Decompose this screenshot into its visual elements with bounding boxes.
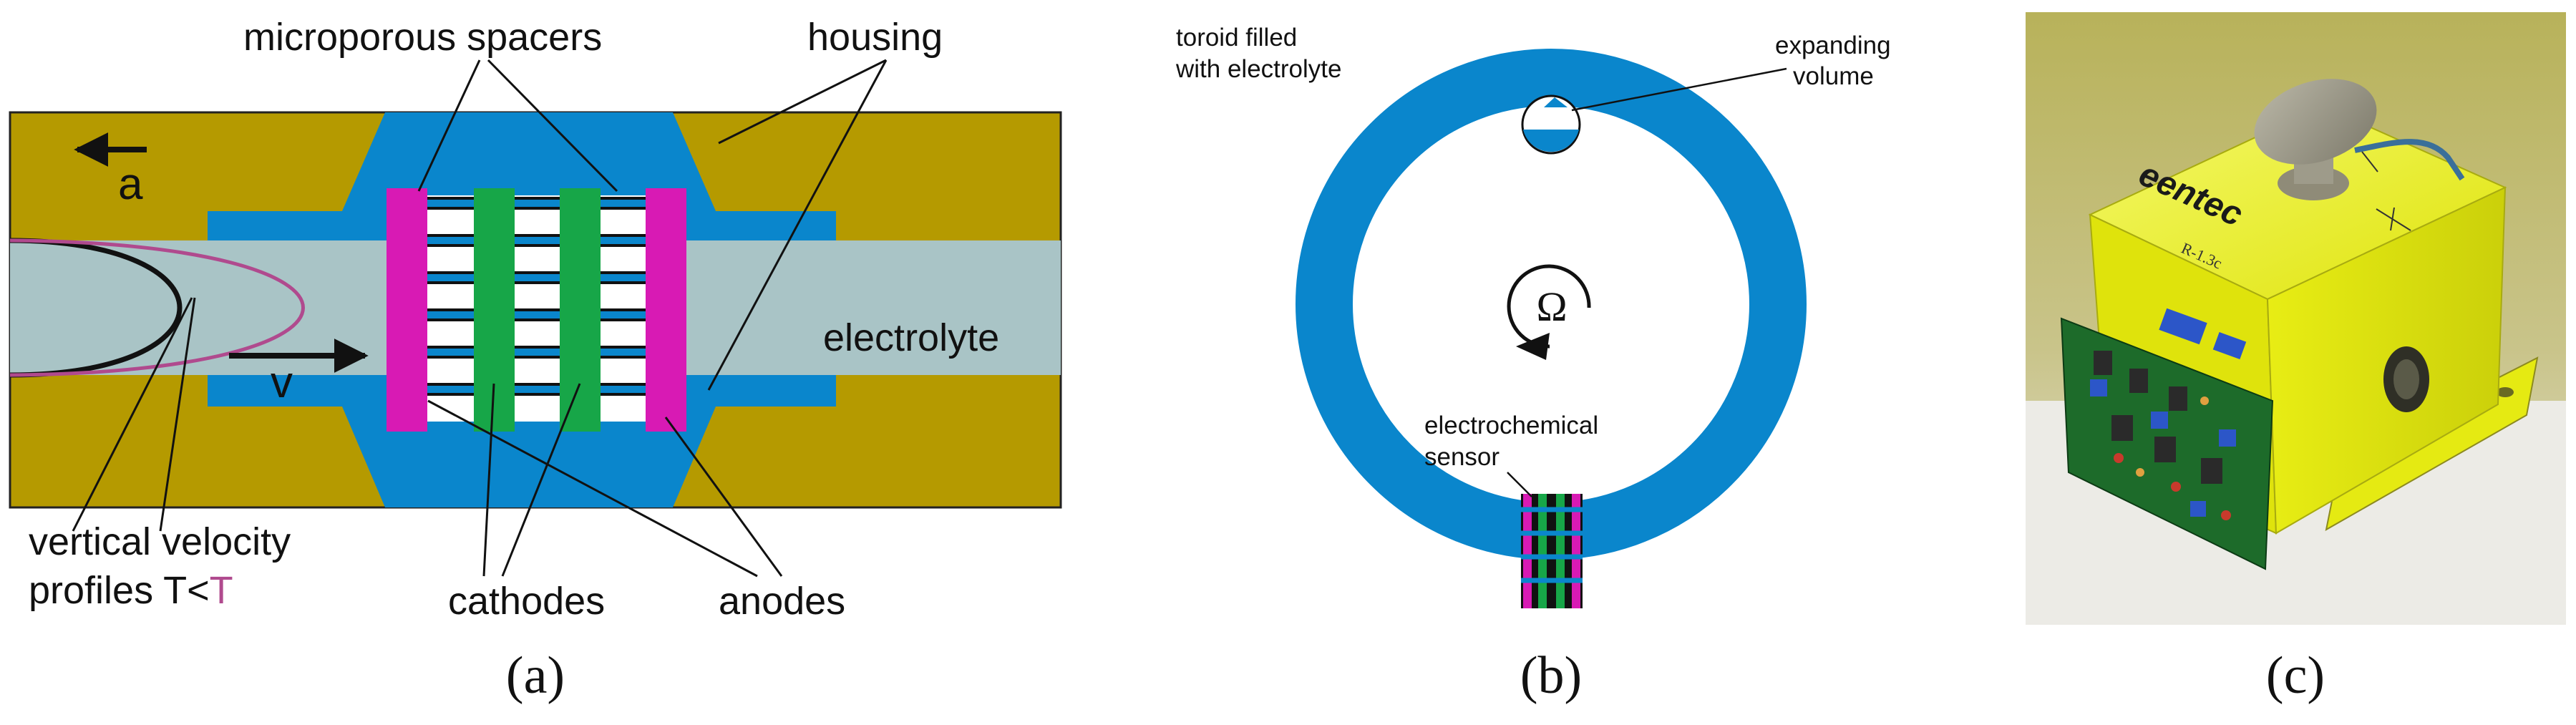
microporous-spacer-lines	[427, 197, 646, 396]
knob-cap	[2254, 79, 2377, 165]
rotation-arrow-head	[1516, 333, 1550, 360]
acceleration-label: a	[118, 160, 143, 209]
caption-a: (a)	[506, 646, 565, 705]
omega-label: Ω	[1536, 283, 1567, 330]
velocity-label: v	[271, 358, 293, 407]
panel-a-leader-lines	[72, 59, 888, 578]
velocity-profiles-label: vertical velocity profiles T<T	[29, 520, 301, 612]
pcb-components	[2090, 308, 2247, 520]
housing-label: housing	[807, 16, 943, 59]
expanding-volume-label: expanding volume	[1775, 31, 1897, 90]
microporous-spacers-label: microporous spacers	[243, 16, 602, 59]
expanding-volume	[1521, 94, 1581, 155]
velocity-profiles-line2: profiles T<	[29, 569, 210, 612]
toroid-label: toroid filled with electrolyte	[1175, 24, 1341, 83]
caption-b: (b)	[1520, 646, 1582, 705]
cathodes-label: cathodes	[448, 580, 605, 623]
velocity-profiles-line1: vertical velocity	[29, 520, 291, 563]
panel-b-diagram: Ω toroid filled with electrolyte expandi…	[1175, 24, 1897, 705]
cathode-right	[560, 188, 601, 432]
axis-markings	[2361, 151, 2411, 231]
anode-right	[646, 188, 686, 432]
caption-c: (c)	[2266, 646, 2325, 705]
side-connector-inner	[2393, 359, 2419, 399]
anodes-label: anodes	[719, 580, 845, 623]
panel-c-photo: eentec R-1.3c (c)	[2026, 12, 2566, 705]
panel-b-leader-lines	[1507, 67, 1787, 497]
sensor-label-line1: electrochemical	[1424, 412, 1598, 439]
panel-a-diagram: a v microporous spacers housing electrol…	[9, 16, 1062, 705]
flange-hole	[2497, 387, 2514, 397]
expanding-volume-line2: volume	[1793, 62, 1874, 90]
expanding-volume-line1: expanding	[1775, 31, 1891, 59]
velocity-profiles-temperature-pink: T	[210, 569, 233, 612]
rotation-arrow	[1507, 264, 1591, 349]
electrolyte-label: electrolyte	[823, 316, 999, 359]
knob-cable	[2354, 139, 2465, 181]
toroid-label-line2: with electrolyte	[1175, 55, 1341, 83]
velocity-profile-black	[9, 238, 183, 378]
toroid-label-line1: toroid filled	[1176, 24, 1297, 52]
sensor-box-side	[2266, 186, 2507, 535]
anode-left	[387, 188, 427, 432]
sensor-label-line2: sensor	[1424, 443, 1500, 471]
electrochemical-sensor	[1521, 494, 1583, 608]
sensor-label: electrochemical sensor	[1424, 412, 1605, 471]
